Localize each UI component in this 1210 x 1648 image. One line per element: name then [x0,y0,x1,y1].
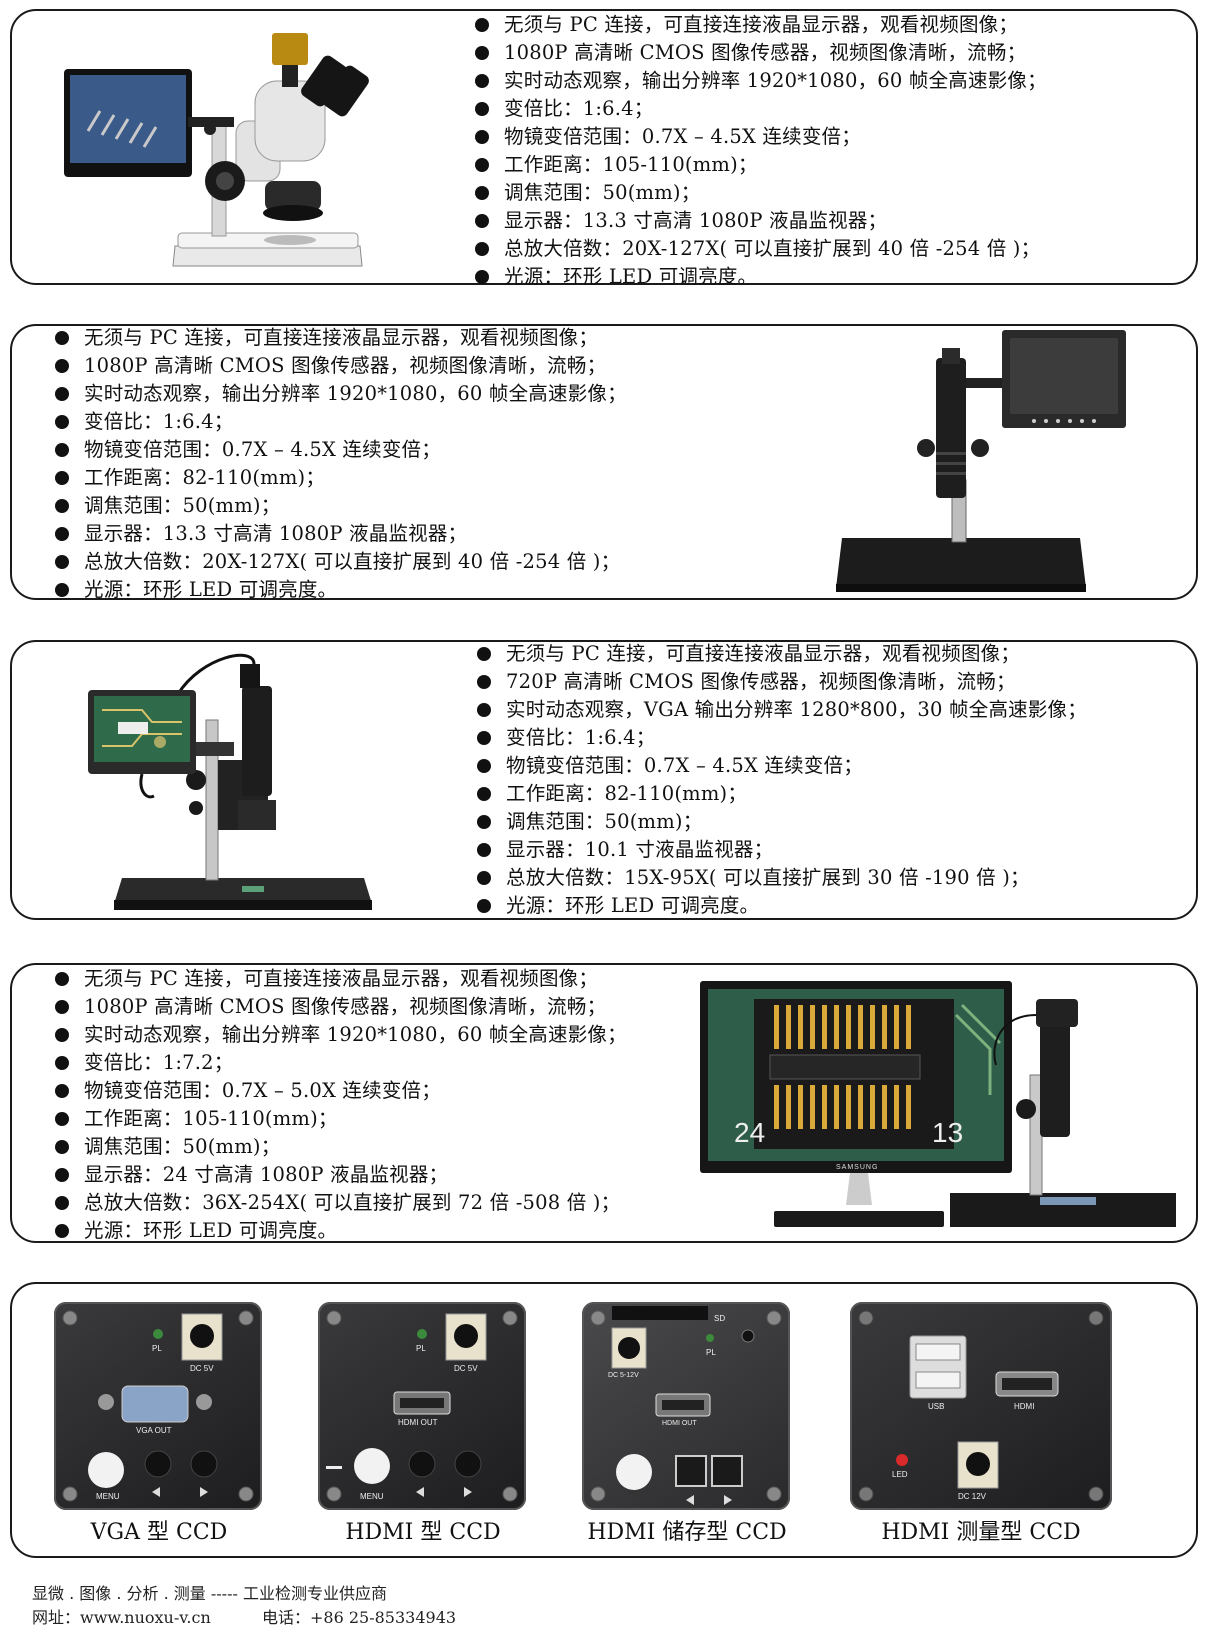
spec-item: 调焦范围：50(mm)； [472,179,1047,207]
ccd-module-hdmi-storage: SD PL DC 5-12V HDMI OUT Menu HDMI 储存型 CC… [582,1302,792,1552]
spec-item: 实时动态观察，输出分辨率 1920*1080，60 帧全高速影像； [472,67,1047,95]
menu-label: Menu [628,1490,646,1497]
spec-item: 调焦范围：50(mm)； [52,1133,627,1161]
spec-item: 1080P 高清晰 CMOS 图像传感器，视频图像清晰，流畅； [52,352,627,380]
spec-item: 总放大倍数：15X-95X( 可以直接扩展到 30 倍 -190 倍 )； [474,864,1087,892]
hdmi-port-label: HDMI OUT [398,1418,438,1427]
monitor-brand-label: SAMSUNG [836,1164,879,1171]
menu-label: MENU [96,1492,120,1501]
ccd-module-hdmi-measurement: USB HDMI LED DC 12V HDMI 测量型 CCD [850,1302,1112,1552]
spec-item: 工作距离：105-110(mm)； [472,151,1047,179]
spec-item: 无须与 PC 连接，可直接连接液晶显示器，观看视频图像； [52,324,627,352]
stereo-microscope-with-monitor-image [64,33,369,267]
footer-phone: 电话：+86 25-85334943 [262,1608,457,1627]
spec-list-4: 无须与 PC 连接，可直接连接液晶显示器，观看视频图像； 1080P 高清晰 C… [52,965,627,1245]
ccd-caption: HDMI 型 CCD [345,1520,501,1545]
spec-item: 无须与 PC 连接，可直接连接液晶显示器，观看视频图像； [474,640,1087,668]
led-label: LED [892,1470,908,1479]
ccd-caption: HDMI 储存型 CCD [587,1520,787,1545]
spec-item: 物镜变倍范围：0.7X – 4.5X 连续变倍； [472,123,1047,151]
monocular-microscope-with-monitor-image [836,330,1126,592]
spec-item: 变倍比：1:6.4； [472,95,1047,123]
dc-label: DC 12V [958,1492,987,1501]
vga-video-microscope-image [88,653,372,910]
spec-item: 1080P 高清晰 CMOS 图像传感器，视频图像清晰，流畅； [52,993,627,1021]
spec-item: 光源：环形 LED 可调亮度。 [472,263,1047,291]
spec-item: 显示器：13.3 寸高清 1080P 液晶监视器； [52,520,627,548]
spec-item: 无须与 PC 连接，可直接连接液晶显示器，观看视频图像； [52,965,627,993]
spec-item: 总放大倍数：20X-127X( 可以直接扩展到 40 倍 -254 倍 )； [472,235,1047,263]
menu-label: MENU [360,1492,384,1501]
spec-item: 物镜变倍范围：0.7X – 5.0X 连续变倍； [52,1077,627,1105]
pl-label: PL [416,1344,426,1353]
spec-item: 无须与 PC 连接，可直接连接液晶显示器，观看视频图像； [472,11,1047,39]
spec-item: 工作距离：82-110(mm)； [52,464,627,492]
ccd-caption: HDMI 测量型 CCD [881,1520,1081,1545]
spec-item: 变倍比：1:6.4； [52,408,627,436]
ccd-panel: PL DC 5V VGA OUT MENU VGA 型 CCD [10,1282,1198,1558]
spec-item: 1080P 高清晰 CMOS 图像传感器，视频图像清晰，流畅； [472,39,1047,67]
spec-item: 工作距离：82-110(mm)； [474,780,1087,808]
spec-item: 光源：环形 LED 可调亮度。 [474,892,1087,920]
spec-item: 物镜变倍范围：0.7X – 4.5X 连续变倍； [474,752,1087,780]
spec-item: 变倍比：1:7.2； [52,1049,627,1077]
spec-item: 工作距离：105-110(mm)； [52,1105,627,1133]
product-panel-3: 无须与 PC 连接，可直接连接液晶显示器，观看视频图像； 720P 高清晰 CM… [10,640,1198,920]
spec-item: 720P 高清晰 CMOS 图像传感器，视频图像清晰，流畅； [474,668,1087,696]
dc-label: DC 5-12V [608,1372,639,1379]
spec-item: 显示器：24 寸高清 1080P 液晶监视器； [52,1161,627,1189]
footer-website[interactable]: 网址：www.nuoxu-v.cn [32,1608,211,1627]
ccd-caption: VGA 型 CCD [90,1520,228,1545]
product-panel-2: 无须与 PC 连接，可直接连接液晶显示器，观看视频图像； 1080P 高清晰 C… [10,324,1198,601]
pl-label: PL [152,1344,162,1353]
spec-item: 显示器：13.3 寸高清 1080P 液晶监视器； [472,207,1047,235]
sd-label: SD [714,1314,726,1323]
spec-item: 实时动态观察，输出分辨率 1920*1080，60 帧全高速影像； [52,1021,627,1049]
dc-label: DC 5V [190,1364,214,1373]
ccd-module-hdmi: PL DC 5V HDMI OUT MENU HDMI 型 CCD [318,1302,528,1552]
spec-item: 调焦范围：50(mm)； [474,808,1087,836]
spec-item: 调焦范围：50(mm)； [52,492,627,520]
footer-tagline: 显微 . 图像 . 分析 . 测量 ----- 工业检测专业供应商 [32,1584,387,1603]
hdmi-port-label: HDMI OUT [662,1420,697,1427]
usb-label: USB [928,1402,945,1411]
vga-port-label: VGA OUT [136,1426,172,1435]
pl-label: PL [706,1348,716,1357]
hd-monitor-microscope-image: SAMSUNG 24 13 [700,975,1190,1237]
spec-item: 总放大倍数：36X-254X( 可以直接扩展到 72 倍 -508 倍 )； [52,1189,627,1217]
hdmi-port-label: HDMI [1014,1402,1035,1411]
spec-item: 实时动态观察，输出分辨率 1920*1080，60 帧全高速影像； [52,380,627,408]
spec-item: 显示器：10.1 寸液晶监视器； [474,836,1087,864]
spec-list-3: 无须与 PC 连接，可直接连接液晶显示器，观看视频图像； 720P 高清晰 CM… [474,640,1087,920]
product-panel-1: 无须与 PC 连接，可直接连接液晶显示器，观看视频图像； 1080P 高清晰 C… [10,9,1198,288]
spec-item: 变倍比：1:6.4； [474,724,1087,752]
dc-label: DC 5V [454,1364,478,1373]
ccd-module-vga: PL DC 5V VGA OUT MENU VGA 型 CCD [54,1302,264,1552]
screen-label-left: 24 [734,1117,766,1148]
spec-item: 光源：环形 LED 可调亮度。 [52,576,627,604]
spec-item: 总放大倍数：20X-127X( 可以直接扩展到 40 倍 -254 倍 )； [52,548,627,576]
spec-item: 光源：环形 LED 可调亮度。 [52,1217,627,1245]
spec-list-1: 无须与 PC 连接，可直接连接液晶显示器，观看视频图像； 1080P 高清晰 C… [472,11,1047,291]
product-panel-4: 无须与 PC 连接，可直接连接液晶显示器，观看视频图像； 1080P 高清晰 C… [10,963,1198,1243]
spec-item: 物镜变倍范围：0.7X – 4.5X 连续变倍； [52,436,627,464]
spec-list-2: 无须与 PC 连接，可直接连接液晶显示器，观看视频图像； 1080P 高清晰 C… [52,324,627,604]
spec-item: 实时动态观察，VGA 输出分辨率 1280*800，30 帧全高速影像； [474,696,1087,724]
screen-label-right: 13 [932,1117,964,1148]
